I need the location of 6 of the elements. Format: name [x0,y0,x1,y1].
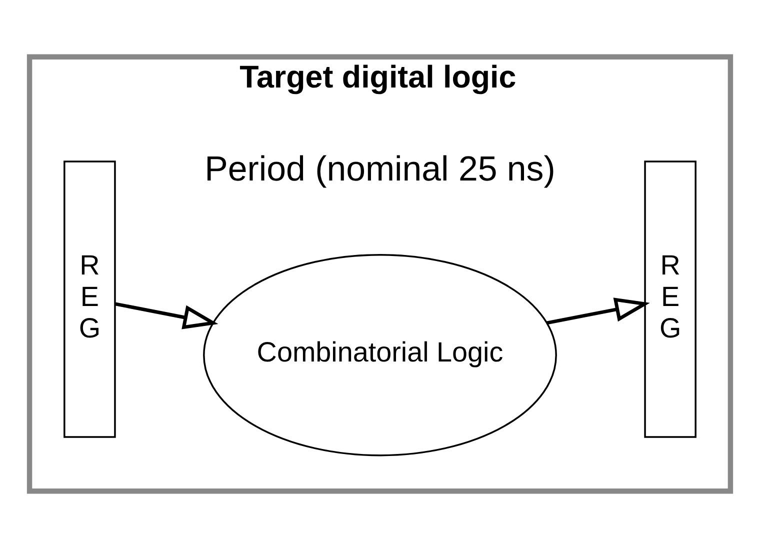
node-ellipse: Combinatorial Logic [203,254,557,456]
node-box: R E G [64,160,116,438]
label: Period (nominal 25 ns) [204,150,556,189]
arrow [115,302,218,330]
node-box: R E G [644,160,696,438]
arrow [546,298,650,325]
